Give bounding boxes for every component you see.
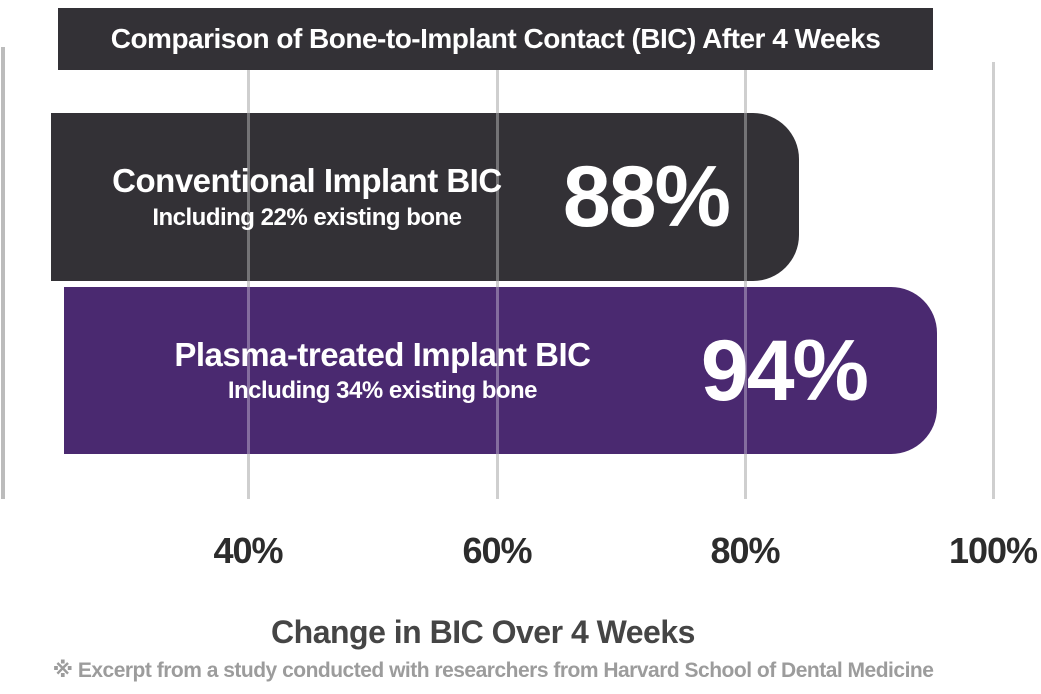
y-axis-line	[1, 47, 5, 499]
tick-label-100: 100%	[948, 530, 1038, 571]
gridline-60-overlay	[496, 62, 499, 499]
bar-plasma-label: Plasma-treated Implant BIC	[174, 335, 591, 373]
bar-plasma-value: 94%	[700, 322, 869, 419]
chart-title-banner: Comparison of Bone-to-Implant Contact (B…	[58, 8, 933, 70]
chart-footnote: ※ Excerpt from a study conducted with re…	[52, 659, 934, 682]
bar-plasma-sublabel: Including 34% existing bone	[227, 377, 538, 405]
gridline-80-overlay	[744, 62, 747, 499]
chart-title: Comparison of Bone-to-Implant Contact (B…	[110, 23, 881, 54]
bar-conventional-value: 88%	[562, 149, 731, 245]
gridline-100	[992, 62, 995, 499]
chart-caption: Change in BIC Over 4 Weeks	[271, 614, 695, 650]
bar-conventional-text: Conventional Implant BIC Including 22% e…	[51, 161, 563, 232]
bar-plasma-implant: Plasma-treated Implant BIC Including 34%…	[64, 287, 937, 454]
gridline-40-overlay	[247, 62, 250, 499]
tick-label-40: 40%	[213, 530, 283, 571]
tick-label-60: 60%	[462, 530, 532, 571]
bar-plasma-text: Plasma-treated Implant BIC Including 34%…	[64, 335, 701, 406]
bar-conventional-label: Conventional Implant BIC	[112, 162, 502, 200]
gridline-100-overlay	[992, 62, 995, 499]
tick-label-80: 80%	[710, 530, 780, 571]
bar-conventional-implant: Conventional Implant BIC Including 22% e…	[51, 113, 799, 281]
bar-conventional-sublabel: Including 22% existing bone	[152, 203, 462, 231]
